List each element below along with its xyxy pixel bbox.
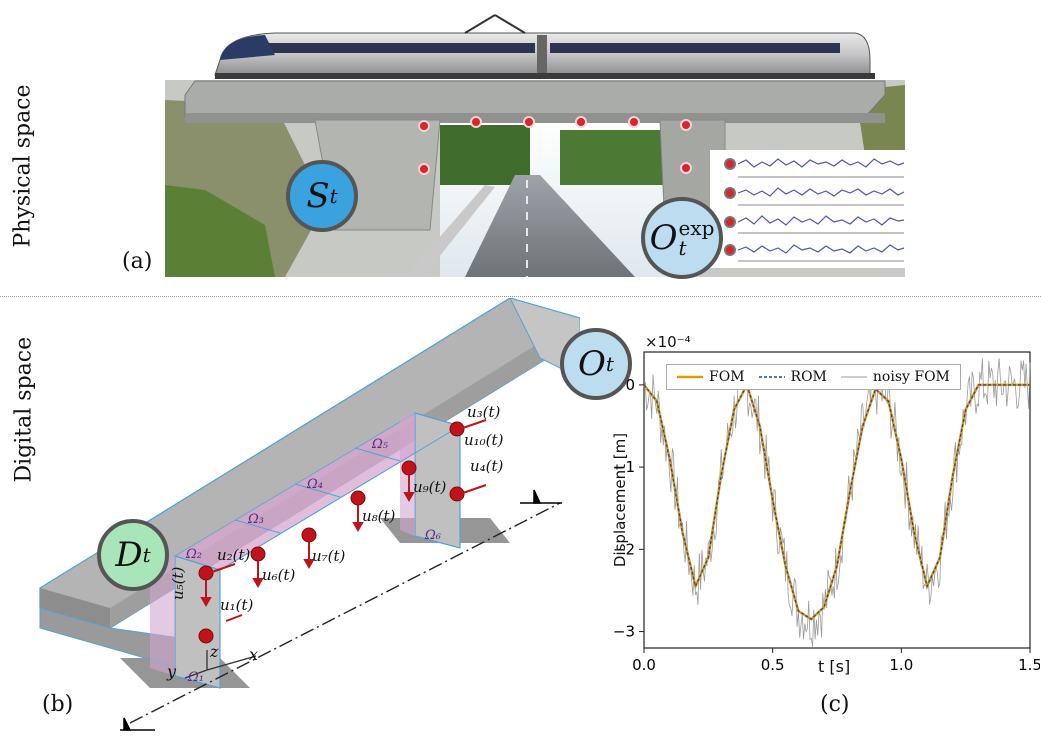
axis-y-label: y: [167, 662, 177, 681]
chart-exponent-label: ×10⁻⁴: [645, 333, 691, 351]
panel-a-label: (a): [122, 249, 153, 274]
x-tick-label: 0.0: [632, 656, 656, 674]
sensor-u1: u₁(t): [220, 596, 254, 614]
plot-frame: [643, 351, 1031, 649]
legend-noisy: noisy FOM: [840, 369, 950, 385]
chart-legend: FOM ROM noisy FOM: [666, 364, 961, 390]
obs-exp-base: O: [649, 218, 678, 258]
subdomain-omega5: Ω₅: [372, 437, 388, 452]
subdomain-omega4: Ω₄: [307, 477, 323, 492]
legend-fom: FOM: [677, 369, 745, 385]
axis-x-label: x: [249, 645, 259, 664]
observation-base: O: [578, 344, 606, 384]
x-tick-label: 1.5: [1018, 656, 1040, 674]
digital-state-sub: t: [142, 543, 151, 567]
sensor-u7: u₇(t): [312, 547, 346, 565]
train: [214, 14, 875, 79]
displacement-chart: 0.0 0.5 1.0 1.5 0 −1 −2 −3: [613, 351, 1040, 674]
sensor-u6: u₆(t): [262, 566, 296, 584]
legend-rom: ROM: [758, 369, 827, 385]
chart-ylabel: Displacement [m]: [611, 432, 629, 568]
section-divider: [0, 296, 1041, 297]
digital-bridge-model: [39, 298, 580, 731]
sensor-u10: u₁₀(t): [464, 431, 504, 449]
physical-space-label: Physical space: [10, 84, 36, 248]
sensor-u8: u₈(t): [362, 507, 396, 525]
sensor-u2: u₂(t): [217, 546, 251, 564]
series-noisy-fom-line: [643, 358, 1031, 647]
obs-exp-sub: t: [678, 236, 687, 260]
y-tick-label: −3: [613, 623, 635, 641]
obs-exp-sup: exp: [678, 216, 715, 240]
digital-state-base: D: [115, 535, 143, 575]
y-tick-label: 0: [625, 376, 635, 394]
state-badge-base: S: [306, 176, 330, 216]
series-rom-line: [643, 383, 1030, 620]
subdomain-omega2: Ω₂: [186, 547, 202, 562]
sensor-u4: u₄(t): [470, 457, 504, 475]
panel-b-label: (b): [42, 692, 74, 717]
axis-z-label: z: [210, 642, 219, 661]
panel-c-label: (c): [820, 692, 850, 717]
subdomain-omega3: Ω₃: [248, 512, 264, 527]
y-tick-label: −1: [613, 458, 635, 476]
digital-sensor-spheres: [198, 421, 465, 644]
sensor-u9: u₉(t): [413, 478, 447, 496]
chart-xlabel: t [s]: [818, 657, 851, 676]
sensor-u5: u₅(t): [169, 566, 187, 600]
x-tick-label: 1.0: [889, 656, 913, 674]
legend-noisy-label: noisy FOM: [872, 369, 950, 385]
observation-sub: t: [605, 352, 614, 376]
sensor-signal-traces: [710, 150, 906, 268]
subdomain-omega6: Ω₆: [425, 528, 441, 543]
y-tick-label: −2: [613, 540, 635, 558]
physical-sensor-markers: [418, 116, 692, 175]
legend-rom-label: ROM: [790, 369, 827, 385]
sensor-u3: u₃(t): [467, 403, 501, 421]
state-badge-sub: t: [329, 184, 338, 208]
legend-fom-label: FOM: [709, 369, 745, 385]
x-tick-label: 0.5: [761, 656, 785, 674]
subdomain-omega1: Ω₁: [188, 670, 204, 685]
